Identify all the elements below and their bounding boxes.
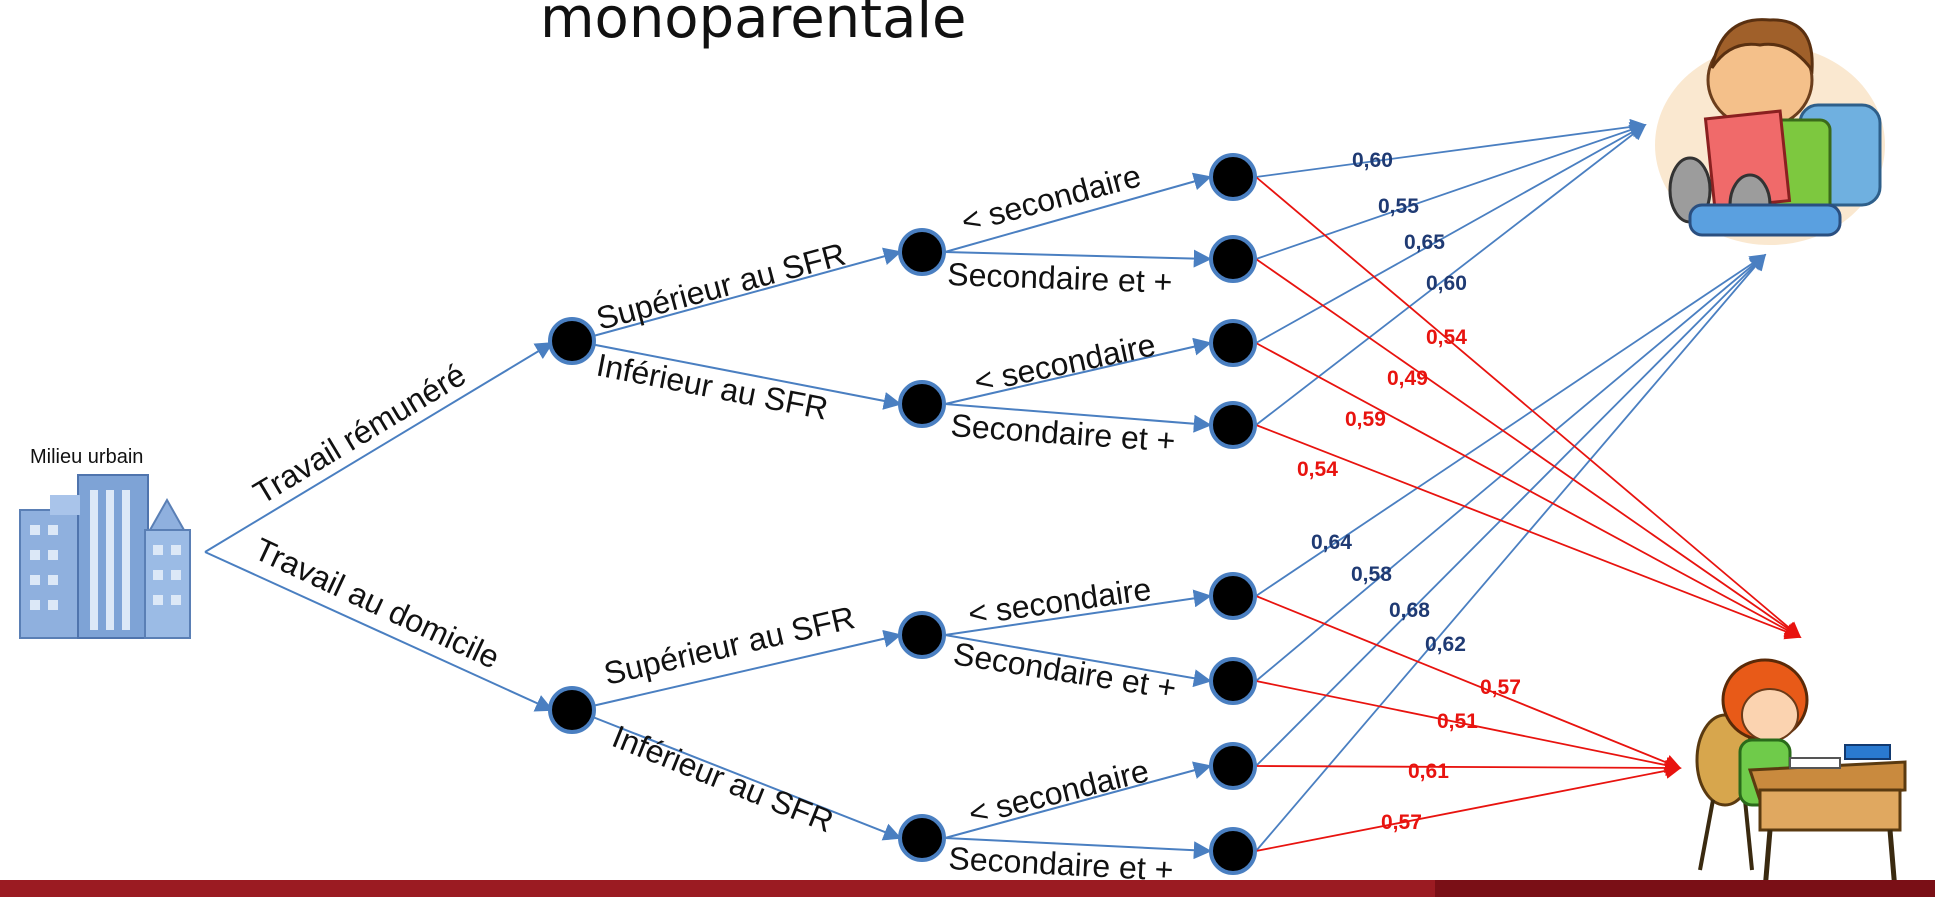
label-d1: < secondaire [965,752,1152,831]
red-value-5: 0,57 [1480,676,1521,699]
node-leaf-a1 [1209,153,1257,201]
red-arrow-2 [1255,258,1802,638]
blue-value-2: 0,55 [1378,195,1419,218]
red-arrow-4 [1255,424,1802,640]
label-a1: < secondaire [957,157,1144,239]
label-travail-domicile: Travail au domicile [249,531,505,676]
boy-reading-icon [1655,18,1885,245]
label-c1: < secondaire [966,571,1153,632]
edge-a1 [944,172,1212,253]
blue-value-6: 0,58 [1351,563,1392,586]
red-arrow-3 [1255,342,1802,638]
red-outcome-arrows [1255,176,1802,852]
tree-nodes [548,153,1257,875]
root-label: Milieu urbain [30,446,143,468]
city-buildings-icon [19,474,191,639]
blue-arrow-1 [1255,118,1647,178]
edge-c1 [944,589,1212,636]
edge-travail-remunere [204,342,554,553]
root-edges [204,172,1212,860]
node-level2-d [898,814,946,862]
node-leaf-d2 [1209,827,1257,875]
red-arrow-1 [1255,176,1802,639]
label-inf-sfr-top: Inférieur au SFR [594,347,831,427]
red-arrow-7 [1255,759,1682,777]
node-level2-c [898,611,946,659]
edge-b2 [944,403,1212,433]
edge-inf-sfr-2 [574,709,902,841]
footer-bar-accent [1435,880,1935,897]
edge-travail-domicile [204,551,554,712]
node-leaf-a2 [1209,235,1257,283]
edge-b1 [944,337,1212,405]
red-value-4: 0,54 [1297,458,1338,481]
node-leaf-c2 [1209,657,1257,705]
blue-arrow-5 [1255,254,1767,597]
red-arrow-8 [1255,762,1682,852]
blue-value-3: 0,65 [1404,231,1445,254]
edge-c2 [944,634,1212,688]
edge-sup-sfr-2 [574,629,902,711]
edge-d1 [944,761,1212,839]
node-leaf-b2 [1209,401,1257,449]
girl-studying-icon [1695,658,1907,891]
label-a2: Secondaire et + [947,256,1173,300]
blue-value-7: 0,68 [1389,599,1430,622]
edge-d2 [944,837,1212,860]
red-value-7: 0,61 [1408,760,1449,783]
node-leaf-d1 [1209,742,1257,790]
node-level2-b [898,380,946,428]
red-value-6: 0,51 [1437,710,1478,733]
label-c2: Secondaire et + [951,635,1179,706]
blue-arrow-8 [1255,253,1767,852]
red-arrow-6 [1255,680,1682,774]
red-value-8: 0,57 [1381,811,1422,834]
label-inf-sfr-bottom: Inférieur au SFR [607,718,838,839]
label-sup-sfr-bottom: Supérieur au SFR [600,599,858,692]
red-value-1: 0,54 [1426,326,1467,349]
blue-arrow-3 [1255,124,1647,344]
page-title: monoparentale [540,0,967,51]
blue-arrow-6 [1255,253,1767,682]
label-travail-remunere: Travail rémunéré [247,356,472,511]
node-level2-a [898,228,946,276]
edge-inf-sfr-1 [574,340,902,410]
label-b1: < secondaire [971,326,1159,399]
label-b2: Secondaire et + [950,407,1177,459]
blue-outcome-arrows [1255,118,1767,852]
blue-value-4: 0,60 [1426,272,1467,295]
blue-value-5: 0,64 [1311,531,1352,554]
blue-arrow-2 [1255,122,1647,260]
node-leaf-b1 [1209,319,1257,367]
node-leaf-c1 [1209,572,1257,620]
red-value-3: 0,59 [1345,408,1386,431]
node-level1-bottom [548,686,596,734]
edge-a2 [944,249,1212,268]
blue-value-8: 0,62 [1425,633,1466,656]
blue-arrow-7 [1255,253,1767,767]
node-level1-top [548,317,596,365]
label-sup-sfr-top: Supérieur au SFR [592,236,849,337]
red-value-2: 0,49 [1387,367,1428,390]
edge-sup-sfr-1 [574,247,902,342]
red-arrow-5 [1255,595,1682,771]
blue-arrow-4 [1255,124,1647,426]
blue-value-1: 0,60 [1352,149,1393,172]
